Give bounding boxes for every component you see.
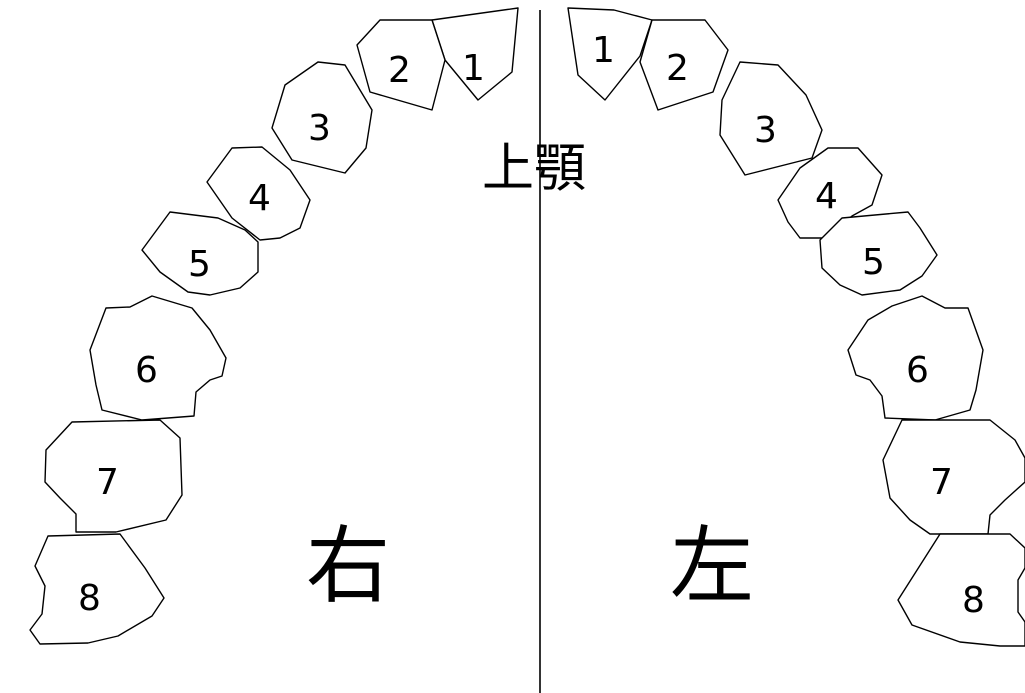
tooth-right-7-label: 7 <box>96 462 119 503</box>
tooth-right-8[interactable]: 8 <box>29 533 165 645</box>
tooth-right-1-label: 1 <box>462 48 485 89</box>
tooth-right-3[interactable]: 3 <box>271 61 373 174</box>
tooth-right-5-label: 5 <box>188 244 211 285</box>
tooth-right-2-label: 2 <box>388 50 411 91</box>
tooth-left-5[interactable]: 5 <box>819 211 938 296</box>
tooth-left-4-label: 4 <box>815 176 838 217</box>
tooth-left-2[interactable]: 2 <box>639 19 729 111</box>
tooth-left-8[interactable]: 8 <box>897 533 1025 647</box>
tooth-right-4-label: 4 <box>248 178 271 219</box>
tooth-right-6[interactable]: 6 <box>89 295 227 421</box>
jaw-label: 上顎 <box>482 139 586 199</box>
tooth-right-5[interactable]: 5 <box>141 211 259 296</box>
tooth-right-7[interactable]: 7 <box>44 419 183 533</box>
tooth-left-1[interactable]: 1 <box>567 7 653 101</box>
tooth-right-3-label: 3 <box>308 108 331 149</box>
tooth-left-8-label: 8 <box>962 580 985 621</box>
tooth-left-3[interactable]: 3 <box>719 61 823 176</box>
tooth-right-4[interactable]: 4 <box>206 146 311 241</box>
side-label-left: 左 <box>670 517 754 615</box>
tooth-left-6[interactable]: 6 <box>847 295 984 421</box>
tooth-left-1-label: 1 <box>592 30 615 71</box>
tooth-left-2-label: 2 <box>666 48 689 89</box>
side-label-right: 右 <box>306 517 390 615</box>
tooth-left-7-label: 7 <box>930 462 953 503</box>
tooth-right-8-label: 8 <box>78 578 101 619</box>
tooth-right-2[interactable]: 2 <box>356 19 446 111</box>
tooth-left-4[interactable]: 4 <box>777 147 883 239</box>
tooth-left-3-label: 3 <box>754 110 777 151</box>
tooth-left-5-label: 5 <box>862 242 885 283</box>
tooth-right-1[interactable]: 1 <box>431 7 519 101</box>
tooth-right-6-label: 6 <box>135 350 158 391</box>
tooth-left-6-label: 6 <box>906 350 929 391</box>
tooth-left-7[interactable]: 7 <box>882 419 1025 535</box>
